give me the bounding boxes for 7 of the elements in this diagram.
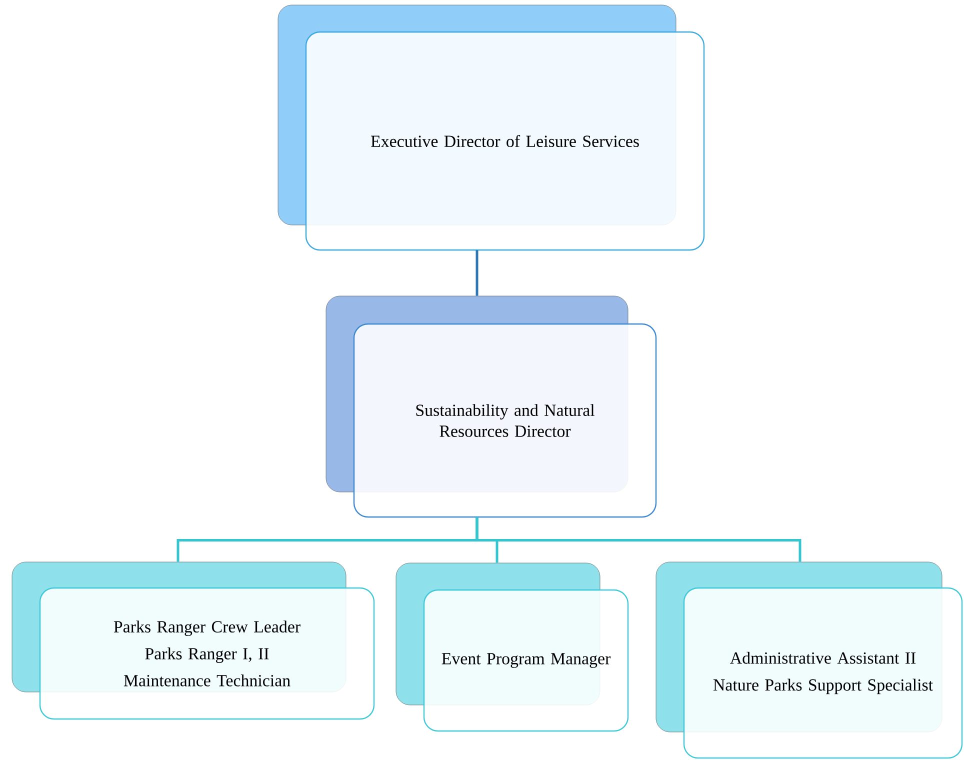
connector-line bbox=[476, 250, 478, 296]
org-box: Executive Director of Leisure Services bbox=[278, 4, 705, 251]
connector-line bbox=[476, 517, 802, 562]
org-box: Event Program Manager bbox=[396, 562, 629, 732]
org-box: Administrative Assistant II Nature Parks Support Specialist bbox=[656, 562, 963, 759]
org-box: Sustainability and Natural Resources Director bbox=[326, 296, 657, 518]
org-box: Parks Ranger Crew Leader Parks Ranger I, II Maintenance Technician bbox=[12, 562, 375, 720]
